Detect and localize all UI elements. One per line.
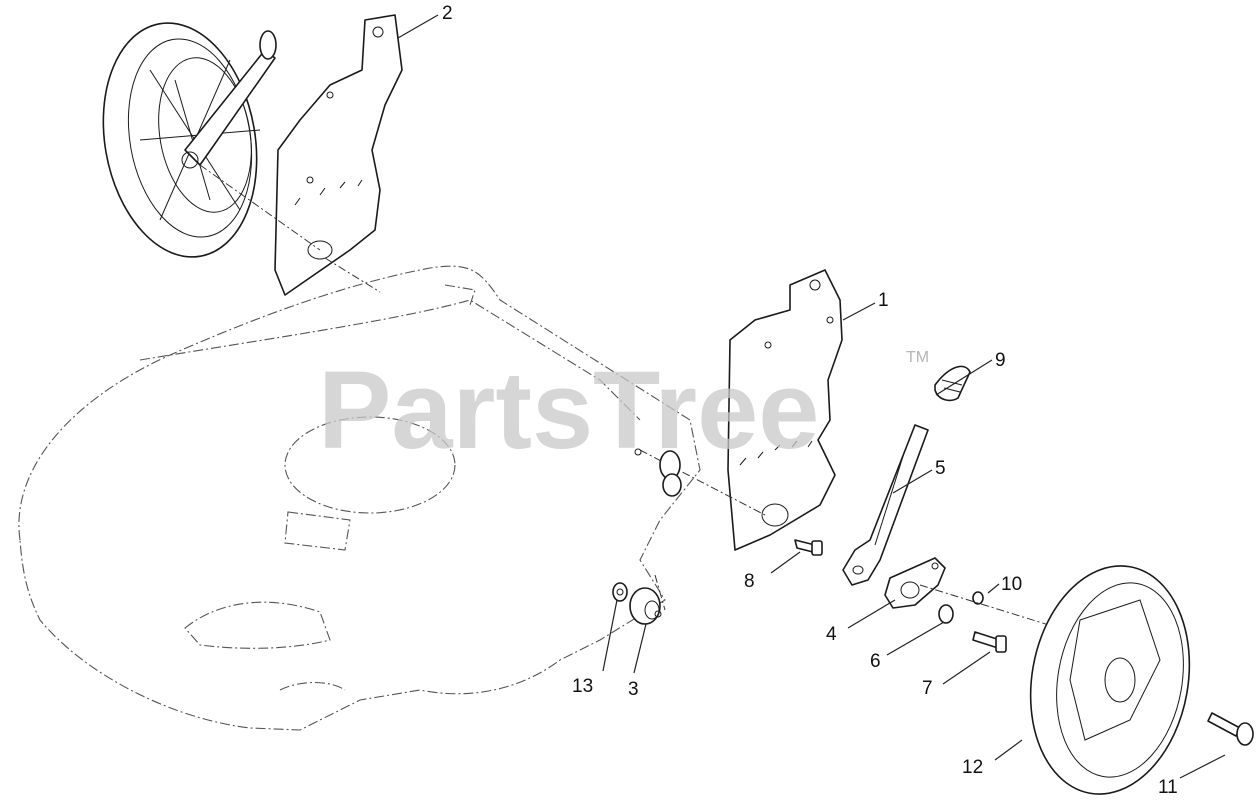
callouts: 1 2 3 4 5 6 7 8 9 10 11 12 13: [442, 3, 1178, 798]
callout-4: 4: [826, 624, 837, 645]
callout-6: 6: [870, 651, 881, 672]
callout-leaders: [397, 14, 1226, 779]
callout-1: 1: [878, 290, 889, 311]
bushing-3: [629, 587, 662, 625]
height-lever-5: [842, 424, 929, 586]
callout-2: 2: [442, 3, 453, 24]
rear-left-wheel: [102, 22, 277, 258]
washer-10: [972, 591, 984, 605]
wheel-bolt-11: [1207, 712, 1254, 746]
callout-3: 3: [628, 679, 639, 700]
callout-5: 5: [935, 458, 946, 479]
nut-13: [612, 582, 628, 602]
spacer-plate-4: [884, 557, 946, 609]
callout-12: 12: [962, 757, 983, 778]
callout-9: 9: [995, 350, 1006, 371]
callout-8: 8: [744, 571, 755, 592]
watermark: PartsTree TM: [318, 349, 929, 472]
callout-10: 10: [1001, 574, 1022, 595]
height-bracket-right: [639, 269, 843, 551]
callout-11: 11: [1158, 777, 1178, 798]
height-bracket-left: [199, 14, 403, 296]
watermark-text: PartsTree: [318, 349, 819, 472]
watermark-trademark: TM: [906, 349, 929, 366]
callout-7: 7: [922, 678, 933, 699]
deck-pivot-bolt: [634, 448, 682, 497]
front-right-wheel-12: [1029, 565, 1191, 795]
washer-6: [938, 604, 954, 624]
bolt-7: [972, 631, 1007, 653]
lever-grip-9: [934, 365, 971, 402]
callout-13: 13: [572, 676, 593, 697]
mower-deck: [18, 265, 701, 731]
bolt-8: [794, 539, 823, 556]
